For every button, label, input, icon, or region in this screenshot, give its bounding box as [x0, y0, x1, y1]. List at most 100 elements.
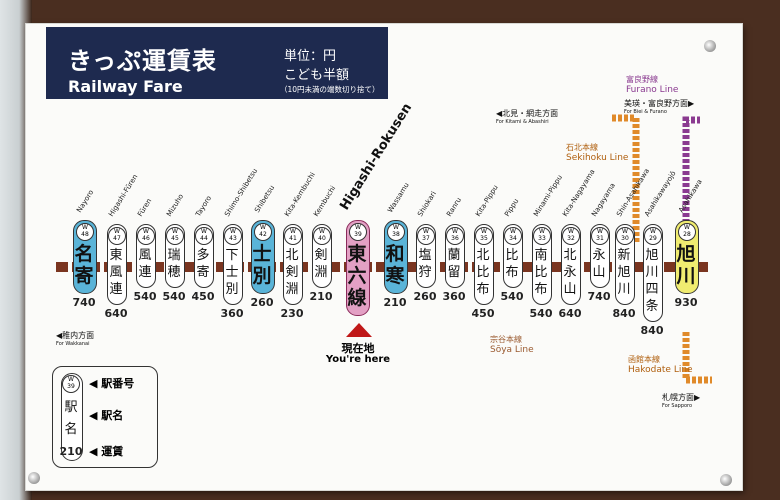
station-fare: 450 — [191, 290, 215, 303]
station-kanji: 寒 — [385, 265, 405, 287]
station-kanji: 和 — [385, 243, 405, 265]
station-kanji: 比 — [505, 248, 519, 263]
station-kanji: 山 — [592, 265, 606, 280]
station-kanji: 連 — [109, 282, 123, 297]
station-kanji: 布 — [534, 282, 548, 297]
station-kanji: 淵 — [285, 282, 299, 297]
dir-sapporo-ja: 札幌方面▶ — [662, 393, 701, 402]
station-pill — [561, 224, 581, 305]
station-kanji: 東 — [109, 248, 123, 263]
station-fare: 740 — [72, 296, 96, 309]
dir-wakkanai: ◀稚内方面 For Wakkanai — [56, 330, 94, 347]
station-kanji: 士 — [225, 265, 239, 280]
station-kanji: 瑞 — [167, 248, 181, 263]
station-pill — [283, 224, 303, 305]
dir-kitami-en: For Kitami & Abashiri — [496, 119, 549, 125]
station-number-text: 33 — [538, 235, 546, 242]
station-kanji: 風 — [109, 265, 123, 280]
station-pill — [107, 224, 127, 305]
station-number-text: 28 — [683, 231, 691, 238]
station-kanji: 連 — [138, 265, 152, 280]
station-fare: 740 — [587, 290, 611, 303]
station-fare: 360 — [442, 290, 466, 303]
station-kanji: 永 — [563, 265, 577, 280]
furano-line — [682, 116, 700, 235]
sekihoku-label: 石北本線 Sekihoku Line — [566, 142, 628, 163]
station-pill — [615, 224, 635, 305]
dir-wakkanai-ja: ◀稚内方面 — [56, 331, 95, 340]
legend-pill — [61, 373, 83, 461]
station-kanji: 南 — [534, 248, 548, 263]
legend-kanji-2: 名 — [64, 422, 78, 437]
dir-wakkanai-en: For Wakkanai — [56, 341, 90, 347]
station-kanji: 淵 — [314, 265, 328, 280]
station-pill — [223, 224, 243, 305]
station-number-text: 38 — [392, 231, 400, 238]
station-kanji: 旭 — [676, 243, 696, 265]
station-number-text: 45 — [171, 235, 179, 242]
station-kanji: 旭 — [645, 248, 659, 263]
station-number-text: 41 — [289, 235, 297, 242]
station-fare: 640 — [558, 307, 582, 320]
header-unit: 単位：円 — [284, 49, 337, 64]
you-are-here-arrow — [346, 323, 372, 337]
station-kanji: 別 — [225, 282, 239, 297]
legend-label-number: ◀ 駅番号 — [89, 377, 135, 390]
station-fare: 540 — [133, 290, 157, 303]
station-fare: 540 — [162, 290, 186, 303]
station-kanji: 穂 — [167, 265, 181, 280]
station-kanji: 北 — [563, 248, 577, 263]
dir-kitami-ja: ◀北見・網走方面 — [496, 109, 559, 118]
hakodate-line — [682, 332, 712, 384]
furano-label: 富良野線 Furano Line — [626, 74, 678, 95]
station-fare: 360 — [220, 307, 244, 320]
hakodate-label-en: Hakodate Line — [628, 365, 693, 375]
station-kanji: 北 — [285, 248, 299, 263]
hakodate-label-ja: 函館本線 — [628, 355, 660, 364]
station-number-text: 44 — [200, 235, 208, 242]
station-number-text: 46 — [142, 235, 150, 242]
header-banner: きっぷ運賃表 Railway Fare 単位：円 こども半額 （10円未満の端数… — [46, 27, 388, 99]
header-child-fare: こども半額 — [284, 68, 350, 83]
station-number-text: 39 — [354, 231, 362, 238]
dir-biei-en: For Biei & Furano — [624, 109, 667, 115]
legend-label-name: ◀ 駅名 — [89, 409, 124, 422]
station-kanji: 狩 — [418, 265, 432, 280]
station-kanji: 布 — [505, 265, 519, 280]
station-kanji: 川 — [676, 265, 696, 287]
station-number-text: 29 — [649, 235, 657, 242]
station-kanji: 六 — [347, 265, 367, 287]
station-kanji: 条 — [645, 299, 659, 314]
dir-kitami: ◀北見・網走方面 For Kitami & Abashiri — [496, 108, 558, 125]
station-kanji: 下 — [225, 248, 239, 263]
station-kanji: 布 — [476, 282, 490, 297]
station-kanji: 名 — [74, 243, 94, 265]
station-fare: 260 — [413, 290, 437, 303]
station-kanji: 寄 — [74, 265, 94, 287]
station-kanji: 比 — [476, 265, 490, 280]
you-are-here-ja: 現在地 — [341, 342, 375, 355]
screw-bottom-left — [28, 472, 40, 484]
screw-top-right — [704, 40, 716, 52]
soya-line-track — [56, 262, 708, 272]
dir-biei-ja: 美瑛・富良野方面▶ — [624, 99, 695, 108]
station-fare: 840 — [640, 324, 664, 337]
station-fare: 540 — [529, 307, 553, 320]
sekihoku-line — [612, 114, 640, 242]
